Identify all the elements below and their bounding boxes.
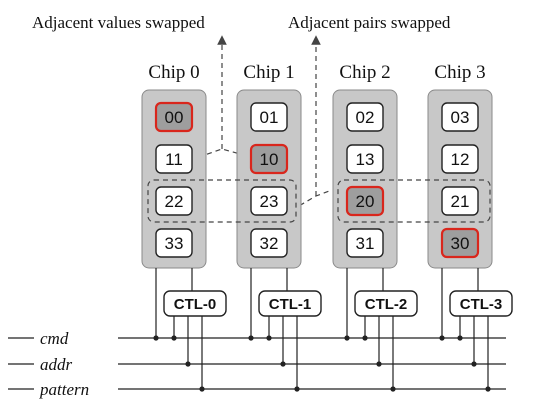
junction-dot bbox=[344, 335, 350, 341]
memory-cell-value-1-0: 01 bbox=[260, 108, 279, 127]
memory-cell-1-1 bbox=[249, 143, 289, 175]
junction-dot bbox=[471, 361, 477, 367]
junction-dot bbox=[248, 335, 254, 341]
annotation-adjacent-values: Adjacent values swapped bbox=[32, 13, 205, 32]
controller-box-1 bbox=[258, 290, 322, 317]
controller-box-2 bbox=[354, 290, 418, 317]
memory-cell-value-0-2: 22 bbox=[165, 192, 184, 211]
chip-body-2 bbox=[332, 89, 398, 269]
memory-cell-value-2-1: 13 bbox=[356, 150, 375, 169]
junction-dot bbox=[266, 335, 272, 341]
memory-cell-value-0-3: 33 bbox=[165, 234, 184, 253]
controller-box-0 bbox=[163, 290, 227, 317]
memory-cell-1-3 bbox=[250, 228, 288, 258]
chip-label-2: Chip 2 bbox=[339, 62, 390, 83]
chip-body-1 bbox=[236, 89, 302, 269]
bus-label-addr: addr bbox=[40, 355, 73, 374]
memory-cell-3-2 bbox=[441, 186, 479, 216]
memory-cell-2-2 bbox=[345, 185, 385, 217]
memory-cell-3-3 bbox=[440, 227, 480, 259]
junction-dot bbox=[171, 335, 177, 341]
memory-cell-1-0 bbox=[250, 102, 288, 132]
memory-cell-0-1 bbox=[155, 144, 193, 174]
pair-group-chip2-3 bbox=[337, 179, 491, 223]
memory-cell-1-2 bbox=[250, 186, 288, 216]
controller-label-2: CTL-2 bbox=[365, 296, 408, 313]
memory-cell-value-3-1: 12 bbox=[451, 150, 470, 169]
bus-label-pattern: pattern bbox=[39, 380, 89, 399]
junction-dot bbox=[376, 361, 382, 367]
junction-dot bbox=[362, 335, 368, 341]
memory-cell-3-1 bbox=[441, 144, 479, 174]
junction-dot bbox=[185, 361, 191, 367]
junction-dot bbox=[439, 335, 445, 341]
controller-label-3: CTL-3 bbox=[460, 296, 503, 313]
pair-group-chip0-1 bbox=[147, 179, 297, 223]
chip-label-1: Chip 1 bbox=[243, 62, 294, 83]
memory-cell-3-0 bbox=[441, 102, 479, 132]
memory-cell-0-3 bbox=[155, 228, 193, 258]
junction-dot bbox=[390, 386, 396, 392]
memory-cell-2-3 bbox=[346, 228, 384, 258]
memory-cell-2-1 bbox=[346, 144, 384, 174]
junction-dot bbox=[457, 335, 463, 341]
memory-cell-value-1-3: 32 bbox=[260, 234, 279, 253]
junction-dot bbox=[485, 386, 491, 392]
junction-dot bbox=[294, 386, 300, 392]
memory-cell-value-3-0: 03 bbox=[451, 108, 470, 127]
bus-label-cmd: cmd bbox=[40, 329, 69, 348]
annotation-adjacent-pairs: Adjacent pairs swapped bbox=[288, 13, 451, 32]
chip-label-0: Chip 0 bbox=[148, 62, 199, 83]
chip-body-0 bbox=[141, 89, 207, 269]
controller-label-1: CTL-1 bbox=[269, 296, 312, 313]
memory-cell-value-2-0: 02 bbox=[356, 108, 375, 127]
memory-cell-value-2-2: 20 bbox=[356, 192, 375, 211]
memory-cell-value-2-3: 31 bbox=[356, 234, 375, 253]
junction-dot bbox=[199, 386, 205, 392]
memory-cell-value-0-1: 11 bbox=[165, 150, 183, 169]
chip-body-3 bbox=[427, 89, 493, 269]
memory-cell-value-1-2: 23 bbox=[260, 192, 279, 211]
controller-box-3 bbox=[449, 290, 513, 317]
pair-groups bbox=[147, 179, 491, 223]
memory-cell-0-2 bbox=[155, 186, 193, 216]
bus-labels: cmd addr pattern bbox=[8, 329, 89, 399]
controller-label-0: CTL-0 bbox=[174, 296, 217, 313]
memory-cell-value-0-0: 00 bbox=[165, 108, 184, 127]
chip-label-3: Chip 3 bbox=[434, 62, 485, 83]
memory-cell-value-3-3: 30 bbox=[451, 234, 470, 253]
junction-dot bbox=[280, 361, 286, 367]
memory-cell-value-1-1: 10 bbox=[260, 150, 279, 169]
memory-cell-2-0 bbox=[346, 102, 384, 132]
memory-cell-value-3-2: 21 bbox=[451, 192, 470, 211]
junction-dot bbox=[153, 335, 159, 341]
wiring-layer bbox=[118, 268, 506, 392]
memory-cell-0-0 bbox=[154, 101, 194, 133]
